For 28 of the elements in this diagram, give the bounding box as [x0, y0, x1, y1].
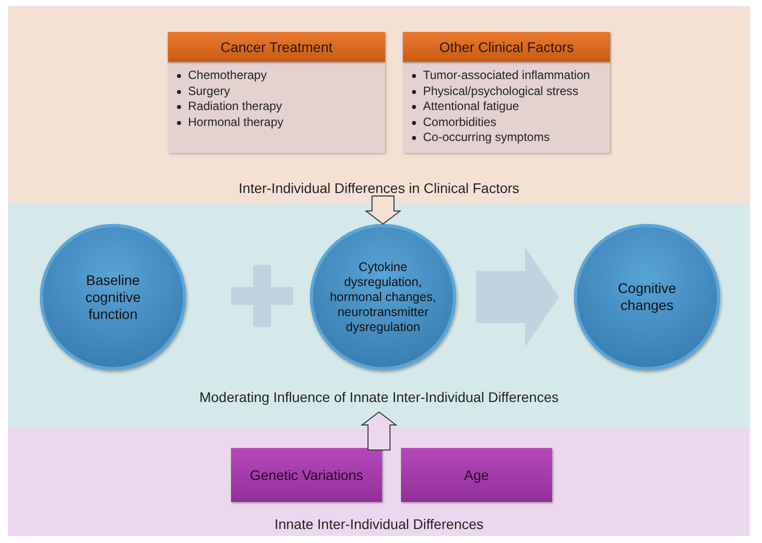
bullet-item: Physical/psychological stress — [423, 84, 578, 98]
block-arrow — [360, 411, 398, 450]
bullet-item: Hormonal therapy — [188, 114, 284, 128]
innate-differences-panel — [8, 428, 750, 536]
panel-caption: Inter-Individual Differences in Clinical Factors — [238, 180, 520, 196]
card-header: Other Clinical Factors — [403, 32, 610, 62]
panel-caption: Innate Inter-Individual Differences — [274, 516, 484, 532]
bullet-item: Surgery — [188, 84, 230, 98]
factor-box — [401, 448, 552, 502]
moderating-influence-panel — [8, 204, 750, 428]
circle-label: Baseline cognitive function — [84, 272, 142, 322]
circle-label: Cytokine dysregulation, hormonal changes, neurotransmitter dysregulation — [328, 260, 438, 334]
bullet-item: Tumor-associated inflammation — [423, 68, 590, 82]
card-header: Cancer Treatment — [168, 32, 385, 62]
bullet-item: Comorbidities — [423, 114, 496, 128]
bullet-item: Chemotherapy — [188, 68, 267, 82]
box-label: Age — [464, 467, 489, 483]
factor-box — [231, 448, 382, 502]
panel-caption: Moderating Influence of Innate Inter-Individual Differences — [199, 389, 559, 405]
bullet-item: Co-occurring symptoms — [423, 130, 550, 144]
block-arrow — [364, 196, 402, 225]
circle-label: Cognitive changes — [616, 280, 678, 314]
box-label: Genetic Variations — [250, 467, 364, 483]
factor-card — [403, 32, 610, 153]
bullet-item: Radiation therapy — [188, 99, 282, 113]
clinical-factors-panel — [8, 6, 750, 204]
bullet-item: Attentional fatigue — [423, 99, 520, 113]
factor-card — [168, 32, 385, 153]
